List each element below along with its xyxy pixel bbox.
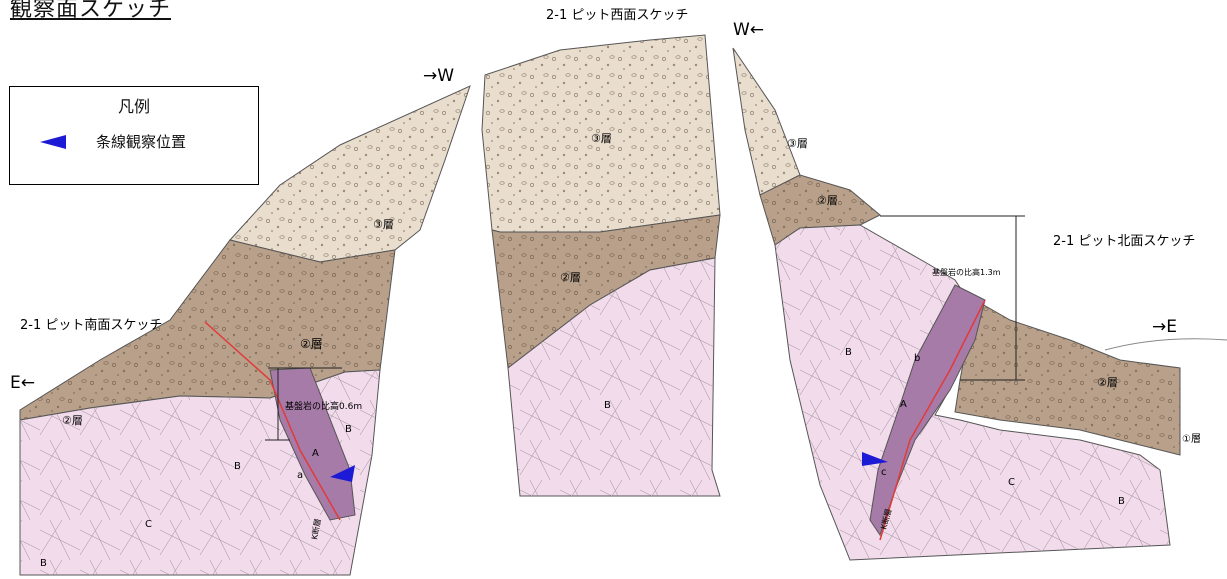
north-label-b: b: [914, 353, 920, 364]
north-face-title: 2-1 ピット北面スケッチ: [1053, 234, 1195, 249]
south-face-sketch: 2-1 ピット南面スケッチ →W E← ③層 ②層 ②層 基盤岩の比高0.6m …: [10, 66, 470, 575]
south-direction-east: E←: [10, 373, 35, 393]
south-label-B1: B: [345, 424, 352, 435]
south-direction-west: →W: [423, 66, 454, 86]
west-layer3-label: ③層: [591, 132, 612, 145]
south-label-B2: B: [234, 461, 241, 472]
south-layer2-label-lower: ②層: [62, 414, 83, 427]
north-label-B2: B: [1118, 496, 1125, 507]
south-layer2-label-upper: ②層: [300, 337, 323, 351]
south-face-title: 2-1 ピット南面スケッチ: [20, 317, 162, 333]
north-layer3-label: ③層: [787, 137, 808, 150]
west-label-B: B: [604, 400, 611, 411]
north-label-C: C: [1008, 477, 1015, 488]
south-label-B3: B: [40, 558, 47, 569]
south-layer3-texture: [230, 86, 470, 262]
north-direction-east: →E: [1152, 317, 1177, 337]
west-face-title: 2-1 ピット西面スケッチ: [546, 8, 688, 23]
north-ground-surface: [1105, 339, 1227, 350]
south-label-C: C: [145, 519, 152, 530]
north-face-sketch: 2-1 ピット北面スケッチ W← →E ③層 ②層 ②層 ①層 基盤岩の比高1.…: [733, 20, 1227, 560]
south-layer3-label: ③層: [373, 218, 394, 231]
south-label-A: A: [312, 448, 319, 459]
south-label-a: a: [297, 470, 303, 481]
west-face-sketch: 2-1 ピット西面スケッチ ③層 ②層 B: [482, 8, 720, 496]
south-height-note: 基盤岩の比高0.6m: [285, 400, 362, 412]
north-layer3-texture: [733, 48, 800, 195]
north-height-note: 基盤岩の比高1.3m: [932, 267, 1001, 277]
north-label-A: A: [900, 399, 907, 410]
north-label-c: c: [881, 467, 887, 478]
north-layer1-label: ①層: [1182, 433, 1201, 445]
north-label-B1: B: [845, 347, 852, 358]
north-layer2-label-upper: ②層: [817, 194, 838, 207]
north-direction-west: W←: [733, 20, 764, 40]
north-layer2-label-right: ②層: [1097, 376, 1118, 389]
west-layer2-label: ②層: [560, 271, 581, 284]
